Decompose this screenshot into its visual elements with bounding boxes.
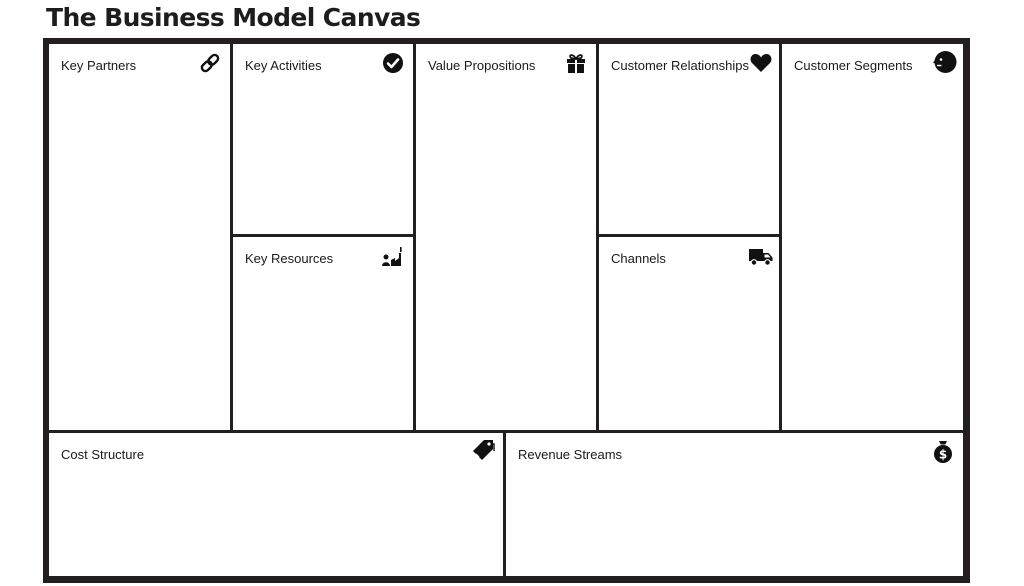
cost-structure-block[interactable]: Cost Structure — [49, 433, 503, 576]
channels-label: Channels — [611, 251, 666, 266]
key-activities-label: Key Activities — [245, 58, 322, 73]
customer-segments-label: Customer Segments — [794, 58, 913, 73]
revenue-streams-label: Revenue Streams — [518, 447, 623, 462]
customer-segments-block[interactable]: Customer Segments — [782, 44, 963, 430]
gift-icon — [564, 51, 588, 75]
money-bag-icon: $ — [931, 439, 955, 463]
value-propositions-label: Value Propositions — [428, 58, 536, 73]
key-activities-block[interactable]: Key Activities — [233, 44, 413, 234]
customer-relationships-label: Customer Relationships — [611, 58, 750, 73]
factory-worker-icon — [381, 244, 405, 268]
key-resources-label: Key Resources — [245, 251, 334, 266]
face-profile-icon — [933, 50, 957, 74]
checkmark-circle-icon — [381, 51, 405, 75]
customer-relationships-block[interactable]: Customer Relationships — [599, 44, 779, 234]
link-icon — [198, 51, 222, 75]
business-model-canvas: Key Partners Key Activities Key Resource… — [43, 38, 970, 583]
heart-icon — [749, 51, 773, 75]
page-title: The Business Model Canvas — [46, 3, 421, 32]
key-resources-block[interactable]: Key Resources — [233, 237, 413, 430]
key-partners-block[interactable]: Key Partners — [49, 44, 230, 430]
value-propositions-block[interactable]: Value Propositions — [416, 44, 596, 430]
truck-icon — [749, 244, 773, 268]
channels-block[interactable]: Channels — [599, 237, 779, 430]
cost-structure-label: Cost Structure — [61, 447, 145, 462]
svg-text:$: $ — [939, 448, 947, 462]
key-partners-label: Key Partners — [61, 58, 137, 73]
price-tag-icon — [471, 439, 495, 463]
revenue-streams-block[interactable]: Revenue Streams $ — [506, 433, 963, 576]
